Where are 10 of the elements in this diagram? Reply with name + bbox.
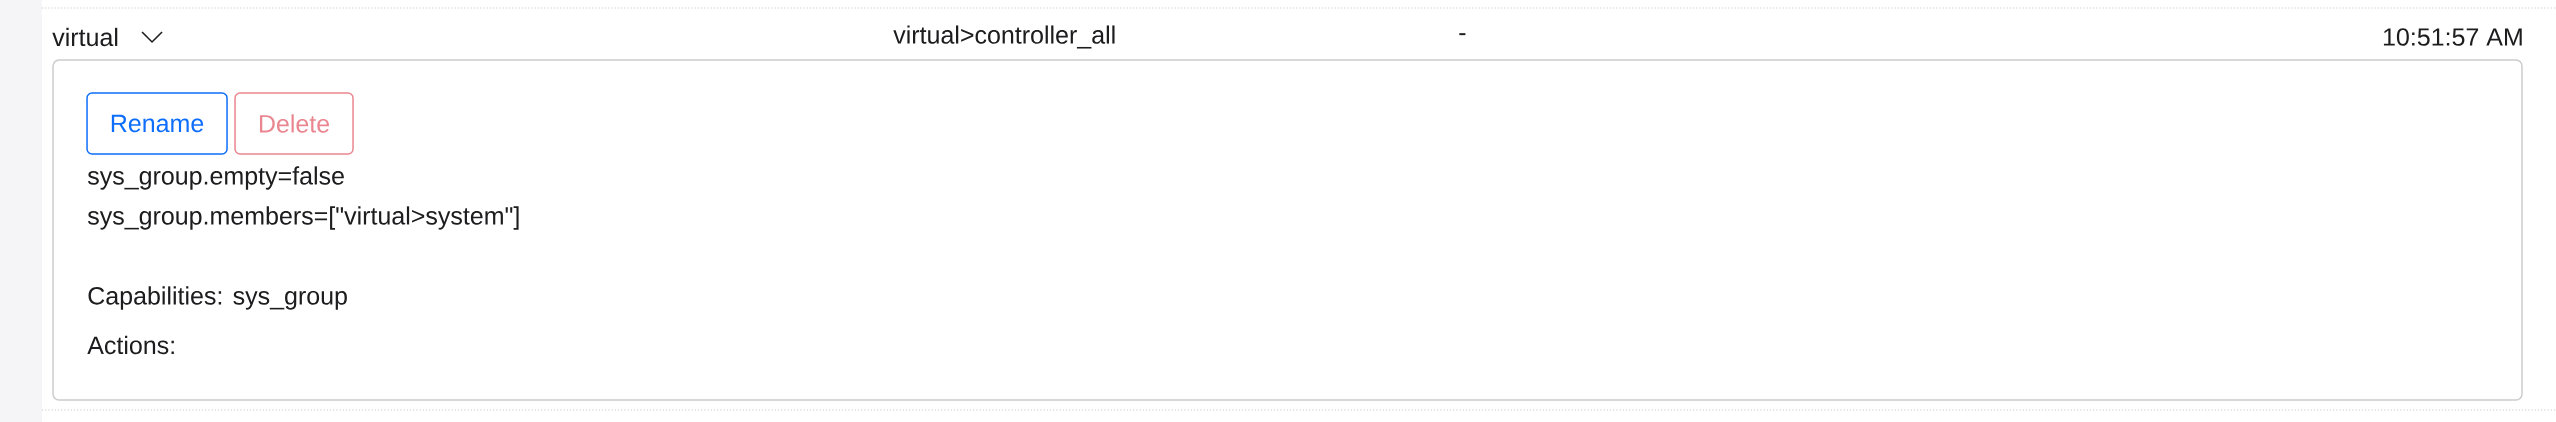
header-text: virtual>controller_all [893,25,1115,49]
capabilities-text: Capabilities: sys_group [88,286,347,310]
property-text: sys_group.empty=false [87,166,344,190]
property-text: sys_group.members=["virtual>system"] [87,206,519,230]
header-text: virtual [52,27,118,47]
delete-button: Delete [234,92,354,155]
rename-button: Rename [86,92,228,155]
actions-text: Actions: [87,335,174,355]
header-text: - [1459,33,1466,36]
timestamp: 10:51:57 AM [2383,28,2522,46]
